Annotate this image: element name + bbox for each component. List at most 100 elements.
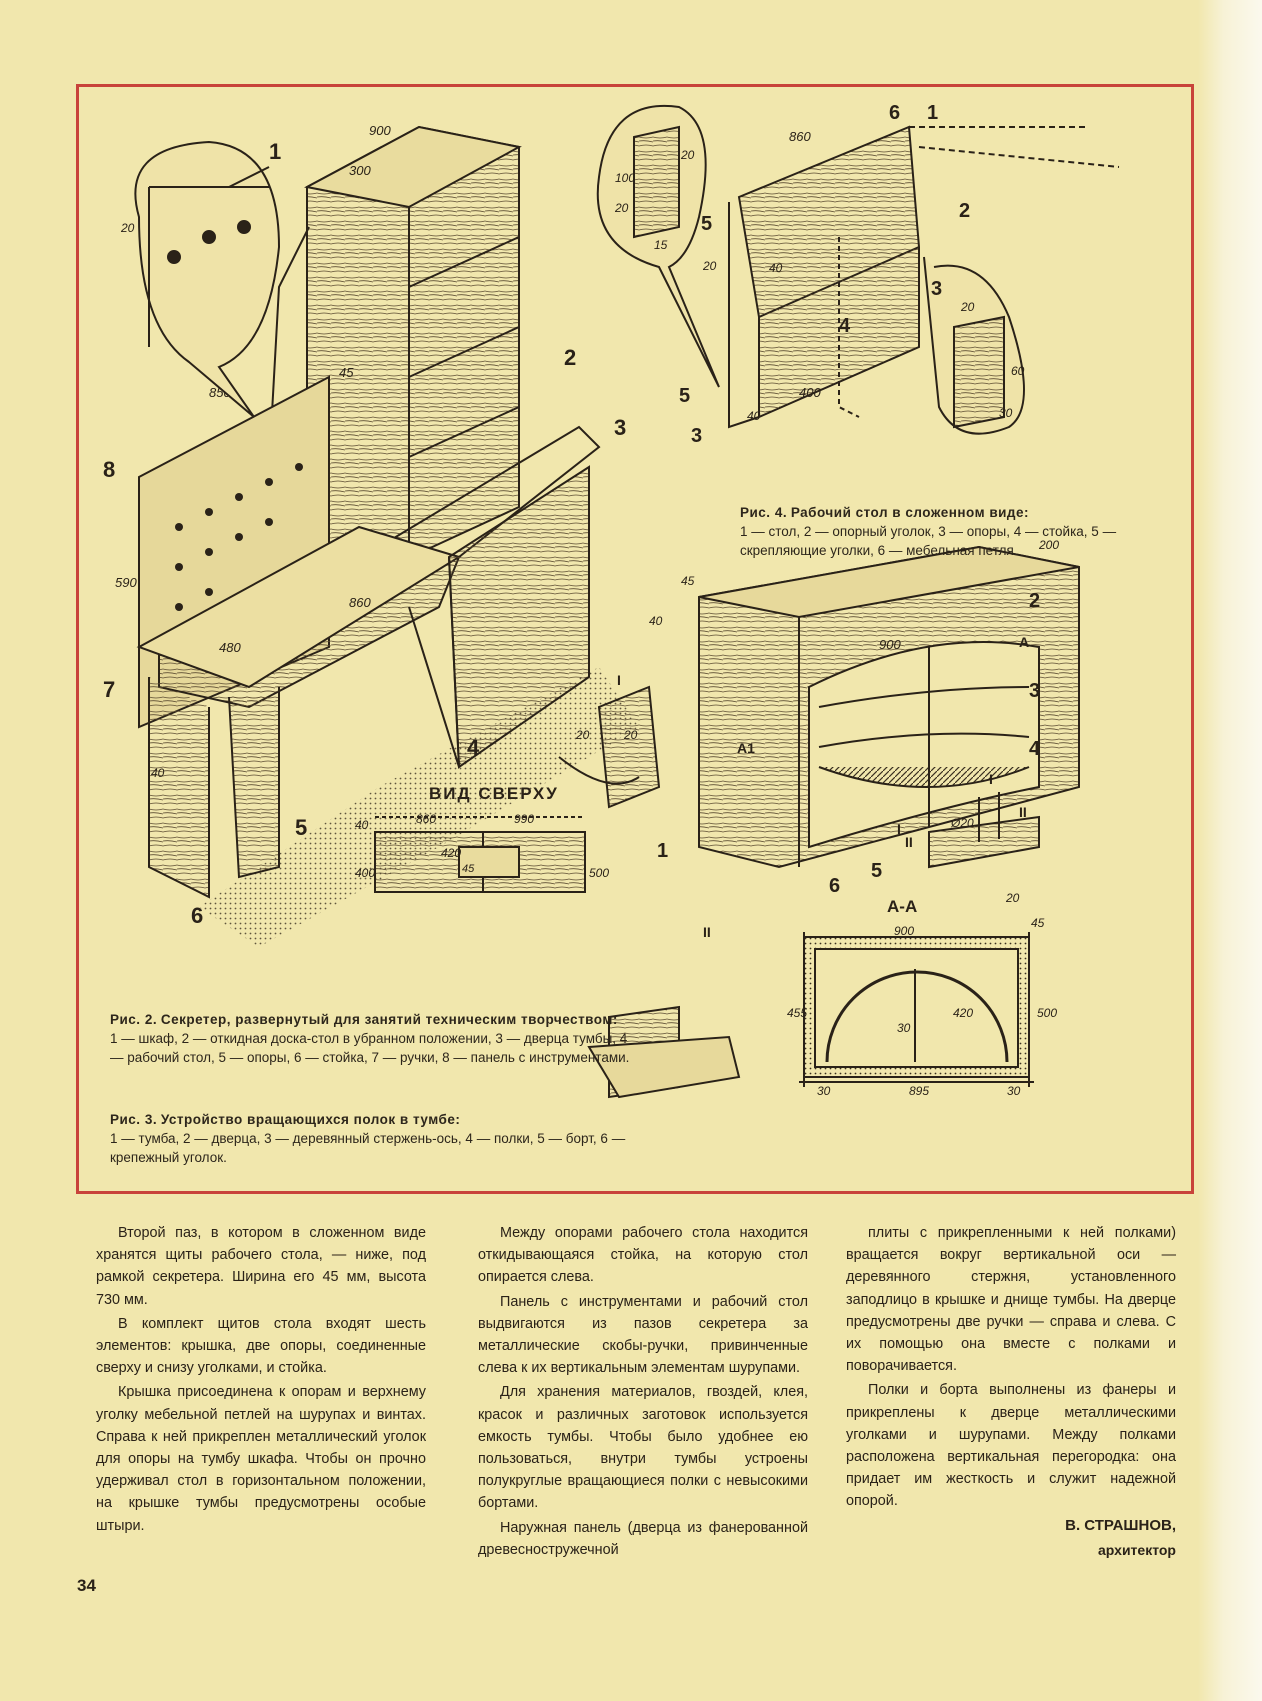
fig3-callout-5: 5 [871,860,882,882]
fig4-dim-100: 100 [615,171,635,185]
fig3-dim-45: 45 [681,574,695,588]
section-dim-455: 455 [787,1006,807,1020]
fig4-dim-20: 20 [680,148,695,162]
fig2-callout-7: 7 [103,677,115,702]
fig4-dim-15: 15 [654,238,668,252]
fig2-callout-5: 5 [295,815,307,840]
fig3-callout-1: 1 [657,840,668,862]
fig2-dim-45: 45 [339,365,354,380]
section-dim-420: 420 [953,1006,973,1020]
section-dim-30b: 30 [817,1084,831,1098]
col2-paragraph: Для хранения материалов, гвоздей, клея, … [478,1384,808,1512]
fig2-caption-title: Рис. 2. [110,1012,158,1027]
detail-ii-bracket [587,1005,741,1099]
fig4-dim-60: 60 [1011,364,1025,378]
page-edge [1198,0,1262,1701]
top-view-title: ВИД СВЕРХУ [429,784,559,803]
fig2-caption-legend: 1 — шкаф, 2 — откидная доска-стол в убра… [110,1031,630,1065]
fig4-caption-title: Рис. 4. [740,505,788,520]
section-mark-2: II [703,924,711,940]
fig2-caption-text: Секретер, развернутый для занятий технич… [160,1012,618,1027]
fig2-dim-480: 480 [219,640,241,655]
section-mark-1: I [617,672,621,688]
fig3-caption-text: Устройство вращающихся полок в тумбе: [160,1112,461,1127]
col1-paragraph: В комплект щитов стола входят шесть элем… [96,1315,426,1377]
fig4-callout-1: 1 [927,102,938,124]
fig4-caption-legend: 1 — стол, 2 — опорный уголок, 3 — опоры,… [740,524,1117,558]
section-dim-900: 900 [894,924,914,938]
fig3-rotating-shelves [558,545,1080,869]
text-column-3: плиты с прикрепленными к ней полками) вр… [846,1222,1176,1563]
fig3-callout-4: 4 [1029,738,1041,760]
figure-frame [76,84,1194,1194]
fig2-dim-590: 590 [115,575,137,590]
fig2-callout-8: 8 [103,457,115,482]
col2-paragraph: Между опорами рабочего стола находится о… [478,1225,808,1286]
fig4-callout-4: 4 [839,315,851,337]
fig2-dim-20: 20 [120,221,135,235]
fig2-dim-40b: 40 [151,766,165,780]
top-view-dim-990: 990 [514,812,534,826]
top-view-drawing [374,816,586,893]
fig3-callout-2: 2 [1029,590,1040,612]
top-view-dim-45: 45 [462,863,475,875]
fig2-caption: Рис. 2. Секретер, развернутый для заняти… [110,1010,630,1067]
fig4-dim-860: 860 [789,129,811,144]
section-mark-3: I [989,771,993,787]
col3-paragraph: Полки и борта выполнены из фанеры и прик… [846,1382,1176,1510]
fig4-callout-3: 3 [931,278,942,300]
section-aa-title: А-А [887,897,917,916]
col3-paragraph: плиты с прикрепленными к ней полками) вр… [846,1225,1176,1375]
top-view-dim-420: 420 [441,846,461,860]
section-mark-6: II [905,834,913,850]
top-view-dim-400: 400 [355,866,375,880]
col1-paragraph: Второй паз, в котором в сложенном виде х… [96,1225,426,1308]
fig4-dim-20d: 20 [960,300,975,314]
fig4-caption: Рис. 4. Рабочий стол в сложенном виде: 1… [740,503,1160,560]
fig3-callout-6: 6 [829,875,840,897]
fig3-callout-a1: A1 [737,740,755,756]
section-mark-5: I [897,821,901,837]
section-mark-4: II [1019,804,1027,820]
fig4-dim-40b: 40 [747,409,761,423]
fig4-callout-2: 2 [959,200,970,222]
fig4-caption-text: Рабочий стол в сложенном виде: [790,505,1030,520]
fig2-callout-2: 2 [564,345,576,370]
fig2-secretary [136,125,639,947]
section-aa-drawing [799,932,1034,1087]
fig4-dim-40: 40 [769,261,783,275]
fig3-dim-d20: Ø20 [950,816,974,830]
fig3-dim-40: 40 [649,614,663,628]
fig3-caption: Рис. 3. Устройство вращающихся полок в т… [110,1110,630,1167]
fig4-callout-6: 6 [889,102,900,124]
fig4-dim-20c: 20 [702,259,717,273]
fig4-dim-400: 400 [799,385,821,400]
fig3-dim-900: 900 [879,637,901,652]
fig3-dim-20b: 20 [623,728,638,742]
text-column-2: Между опорами рабочего стола находится о… [478,1222,808,1563]
fig2-callout-4: 4 [467,735,480,760]
fig2-callout-3: 3 [614,415,626,440]
fig4-callout-5a: 5 [701,213,712,235]
author-name: В. СТРАШНОВ, [1065,1516,1176,1534]
fig3-dim-200: 200 [1038,538,1059,552]
fig3-callout-a: A [1019,634,1029,650]
section-dim-45: 45 [1031,916,1045,930]
col2-paragraph: Панель с инструментами и рабочий стол вы… [478,1293,808,1377]
section-dim-895: 895 [909,1084,929,1098]
top-view-dim-860: 860 [416,812,436,826]
top-view-dim-40: 40 [355,818,369,832]
author-role: архитектор [1098,1541,1176,1558]
section-dim-500: 500 [1037,1006,1057,1020]
fig2-dim-860: 860 [349,595,371,610]
fig2-callout-1: 1 [269,139,281,164]
fig3-callout-3: 3 [1029,680,1040,702]
fig2-detail-bubble [134,140,281,418]
section-dim-30a: 30 [897,1021,911,1035]
fig3-caption-legend: 1 — тумба, 2 — дверца, 3 — деревянный ст… [110,1131,626,1165]
fig4-callout-5b: 5 [679,385,690,407]
fig3-caption-title: Рис. 3. [110,1112,158,1127]
col2-paragraph: Наружная панель (дверца из фанерованной … [478,1519,808,1558]
col1-paragraph: Крышка присоединена к опорам и верхнему … [96,1384,426,1534]
